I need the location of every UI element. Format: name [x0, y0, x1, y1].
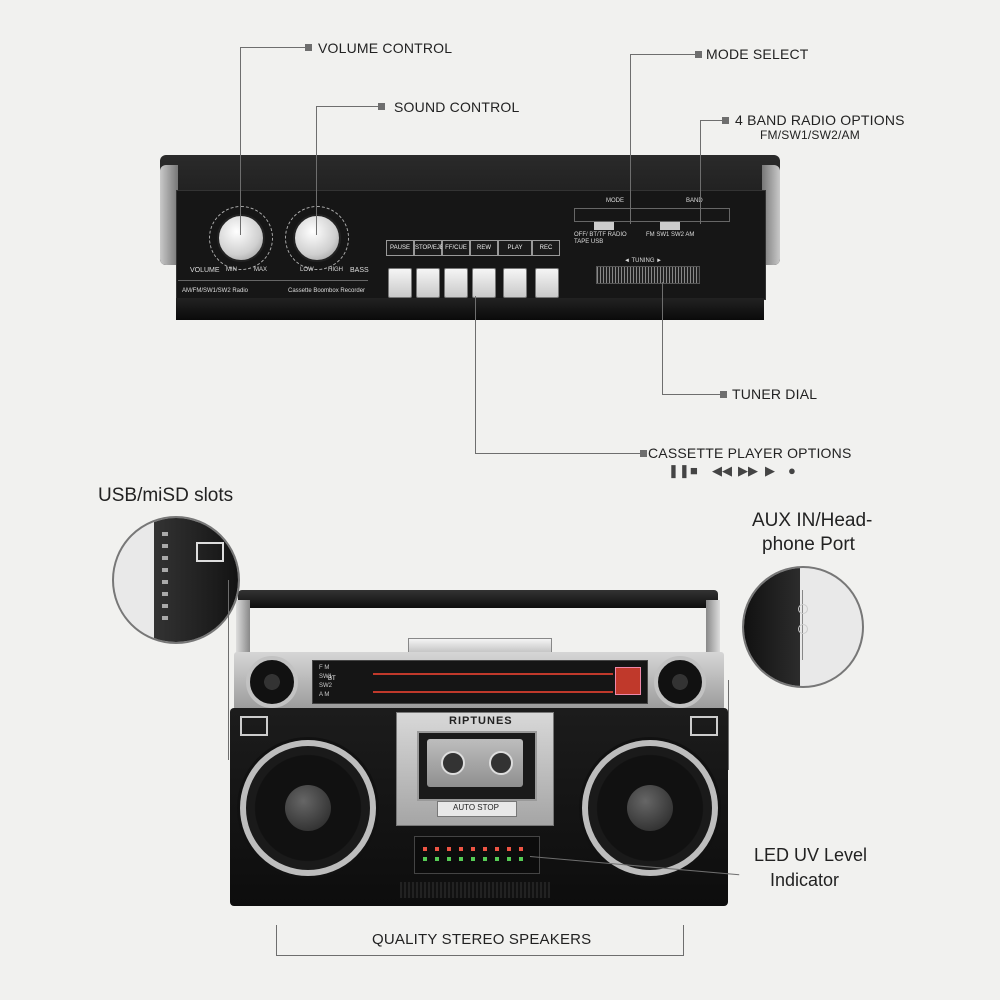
radio-dial: F M SW1 SW2 A M [312, 660, 648, 704]
usb-slots-label: USB/miSD slots [98, 485, 234, 506]
record-icon: ● [788, 463, 796, 478]
volume-knob-scale [209, 206, 273, 270]
led-level-meter [414, 836, 540, 874]
band-sw2-label: SW2 [319, 683, 333, 689]
rew-button[interactable] [472, 268, 496, 298]
speaker-left [240, 740, 376, 876]
cassette-deck[interactable]: RIPTUNES AUTO STOP [396, 712, 554, 826]
fast-forward-icon: ▶▶ [738, 463, 758, 478]
play-button-label: PLAY [498, 240, 532, 256]
pause-button-label: PAUSE [386, 240, 414, 256]
sound-knob-scale [285, 206, 349, 270]
tuning-dial[interactable] [596, 266, 700, 284]
mode-switch[interactable] [594, 222, 614, 230]
led-indicator-label-2: Indicator [770, 870, 840, 890]
sound-knob[interactable] [293, 214, 341, 262]
stop-eject-button[interactable] [416, 268, 440, 298]
sound-control-label: SOUND CONTROL [394, 99, 520, 115]
auto-stop-label: AUTO STOP [453, 803, 499, 812]
radio-text: AM/FM/SW1/SW2 Radio [182, 288, 249, 294]
band-label: BAND [686, 198, 703, 204]
volume-label: VOLUME [190, 267, 220, 274]
stop-icon: ■ [690, 463, 698, 478]
rew-button-label: REW [470, 240, 498, 256]
stop-eject-button-label: STOP/EJECT [414, 240, 452, 256]
band-fm-label: F M [319, 665, 330, 671]
rec-button[interactable] [535, 268, 559, 298]
led-indicator-label: LED UV Level [754, 845, 868, 865]
aux-port-zoom [742, 566, 864, 688]
recorder-text: Cassette Boombox Recorder [288, 288, 366, 294]
play-icon: ▶ [765, 463, 775, 478]
band-options-label: 4 BAND RADIO OPTIONS [735, 112, 905, 128]
pause-button[interactable] [388, 268, 412, 298]
band-switch[interactable] [660, 222, 680, 230]
volume-knob[interactable] [217, 214, 265, 262]
tuner-dial-label: TUNER DIAL [732, 386, 818, 402]
band-am-label: A M [319, 692, 330, 698]
mode-options: OFF/ BT/TF RADIO [574, 232, 627, 238]
pause-icon: ❚❚ [668, 463, 690, 478]
tuning-label: ◄ TUNING ► [624, 258, 663, 264]
tweeter-right [654, 656, 706, 708]
carry-handle[interactable] [238, 590, 718, 608]
bass-label: BASS [350, 267, 369, 274]
volume-control-label: VOLUME CONTROL [318, 40, 453, 56]
brand-logo: RIPTUNES [449, 715, 513, 727]
band-options: FM SW1 SW2 AM [646, 232, 695, 238]
dial-badge [615, 667, 641, 695]
switch-strip [574, 208, 730, 222]
ff-cue-button[interactable] [444, 268, 468, 298]
low-label: LOW [300, 267, 314, 273]
band-sw1-label: SW1 [319, 674, 333, 680]
mode-label: MODE [606, 198, 624, 204]
rec-button-label: REC [532, 240, 560, 256]
ff-cue-button-label: FF/CUE [442, 240, 470, 256]
tweeter-left [246, 656, 298, 708]
min-label: MIN [226, 267, 237, 273]
bt-label: BT [328, 676, 336, 682]
cassette-icon-row: ❚❚ ■ ◀◀ ▶▶ ▶ ● [668, 463, 808, 479]
aux-port-label: AUX IN/Head- [752, 510, 873, 531]
mode-select-label: MODE SELECT [706, 46, 809, 62]
speaker-right [582, 740, 718, 876]
band-options-sub: FM/SW1/SW2/AM [760, 128, 860, 142]
high-label: HIGH [328, 267, 343, 273]
play-button[interactable] [503, 268, 527, 298]
aux-port-label-2: phone Port [762, 534, 855, 555]
mode-options-2: TAPE USB [574, 239, 604, 245]
cassette-options-label: CASSETTE PLAYER OPTIONS [648, 445, 852, 461]
stereo-speakers-label: QUALITY STEREO SPEAKERS [372, 931, 592, 948]
rewind-icon: ◀◀ [712, 463, 732, 478]
max-label: MAX [254, 267, 268, 273]
usb-slots-zoom [112, 516, 240, 644]
